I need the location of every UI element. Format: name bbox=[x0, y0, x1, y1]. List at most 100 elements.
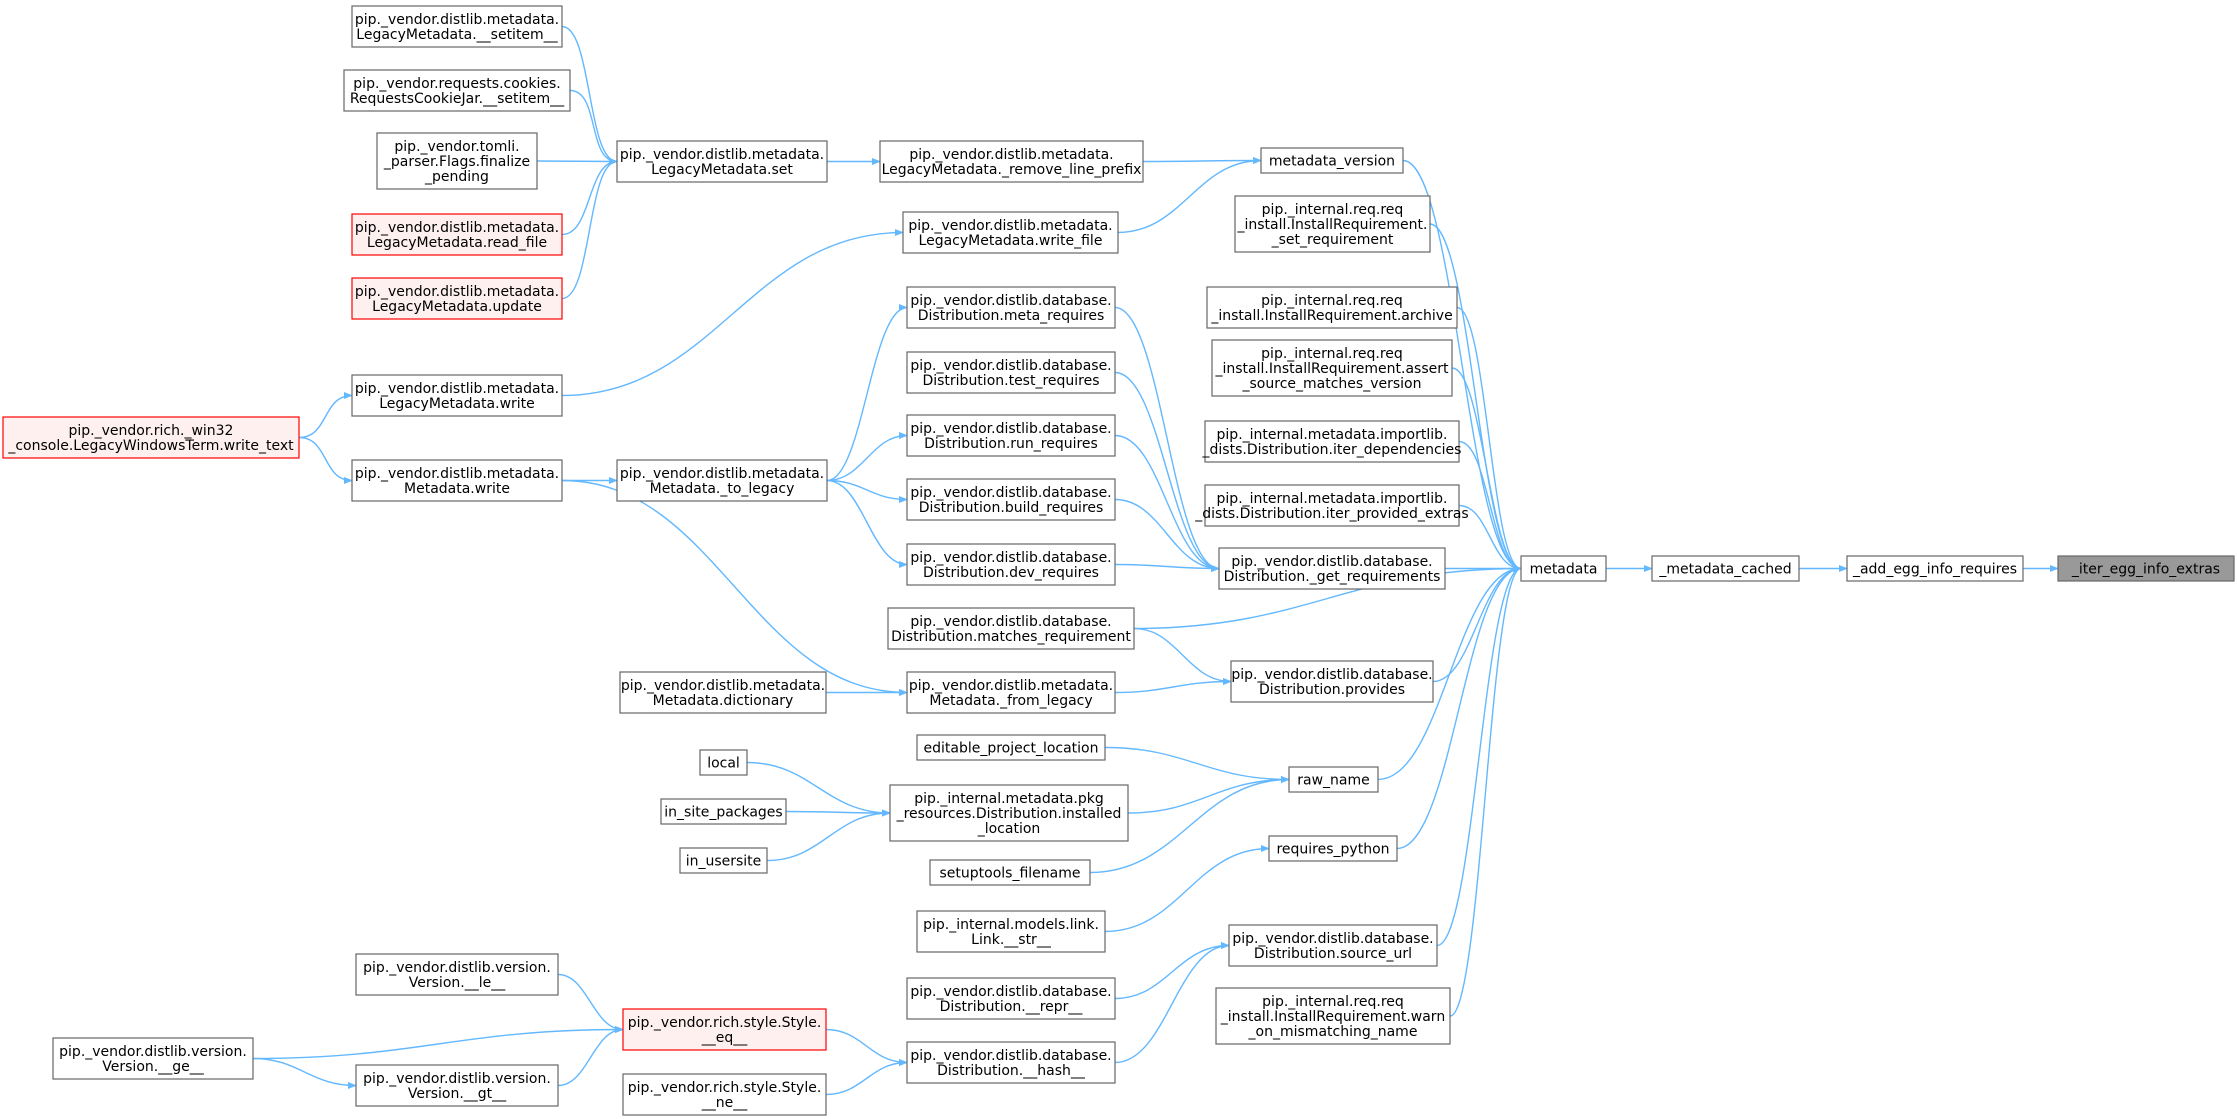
node-box bbox=[889, 784, 1129, 842]
node-label: pip._vendor.distlib.database. bbox=[910, 984, 1111, 1000]
node-to-legacy[interactable]: pip._vendor.distlib.metadata.Metadata._t… bbox=[616, 459, 828, 502]
node-setuptools-filename[interactable]: setuptools_filename bbox=[929, 859, 1091, 886]
edge-version_le-to-style_eq bbox=[557, 973, 624, 1034]
node-label: Metadata._from_legacy bbox=[929, 693, 1092, 709]
node-label: Distribution.run_requires bbox=[924, 436, 1098, 452]
node-box bbox=[906, 286, 1116, 329]
edge-style_eq-to-dist_hash bbox=[825, 1028, 908, 1067]
node-write-file[interactable]: pip._vendor.distlib.metadata.LegacyMetad… bbox=[902, 211, 1119, 254]
node-label: setuptools_filename bbox=[940, 866, 1081, 882]
node-read-file[interactable]: pip._vendor.distlib.metadata.LegacyMetad… bbox=[351, 213, 563, 256]
node-label: pip._vendor.distlib.metadata. bbox=[908, 218, 1112, 234]
node-label: Metadata.write bbox=[404, 481, 510, 497]
node-style-ne[interactable]: pip._vendor.rich.style.Style.__ne__ bbox=[622, 1073, 827, 1116]
node-link-str[interactable]: pip._internal.models.link.Link.__str__ bbox=[916, 910, 1106, 953]
node-provides[interactable]: pip._vendor.distlib.database.Distributio… bbox=[1230, 660, 1434, 703]
edge-tomli_finalize-to-lm_set bbox=[536, 157, 618, 166]
edge-to_legacy-to-dev_requires bbox=[826, 479, 908, 569]
node-source-url[interactable]: pip._vendor.distlib.database.Distributio… bbox=[1228, 924, 1438, 967]
edge-to_legacy-to-meta_requires bbox=[826, 303, 908, 482]
edges-layer bbox=[252, 25, 2059, 1096]
node-get-requirements[interactable]: pip._vendor.distlib.database.Distributio… bbox=[1218, 547, 1446, 590]
node-lm-set[interactable]: pip._vendor.distlib.metadata.LegacyMetad… bbox=[616, 140, 828, 183]
node-run-requires[interactable]: pip._vendor.distlib.database.Distributio… bbox=[906, 414, 1116, 457]
node-add-egg[interactable]: _add_egg_info_requires bbox=[1846, 555, 2024, 582]
node-label: pip._internal.models.link. bbox=[923, 917, 1099, 933]
node-label: _dists.Distribution.iter_provided_extras bbox=[1194, 506, 1468, 522]
node-label: _location bbox=[977, 821, 1041, 837]
edge-to_legacy-to-build_requires bbox=[826, 479, 908, 504]
node-requires-python[interactable]: requires_python bbox=[1268, 835, 1398, 862]
node-editable-loc[interactable]: editable_project_location bbox=[916, 734, 1106, 761]
node-installed-location[interactable]: pip._internal.metadata.pkg_resources.Dis… bbox=[889, 784, 1129, 842]
node-in-site-packages[interactable]: in_site_packages bbox=[660, 798, 787, 825]
node-label: Version.__le__ bbox=[409, 975, 506, 991]
node-raw-name[interactable]: raw_name bbox=[1288, 766, 1379, 793]
node-box bbox=[1234, 195, 1431, 253]
node-rcj-setitem[interactable]: pip._vendor.requests.cookies.RequestsCoo… bbox=[343, 69, 571, 112]
node-remove-line-prefix[interactable]: pip._vendor.distlib.metadata.LegacyMetad… bbox=[879, 140, 1144, 183]
node-style-eq[interactable]: pip._vendor.rich.style.Style.__eq__ bbox=[622, 1008, 827, 1051]
node-metadata-cached[interactable]: _metadata_cached bbox=[1651, 555, 1800, 582]
node-box bbox=[929, 859, 1091, 886]
node-label: pip._vendor.distlib.metadata. bbox=[355, 220, 559, 236]
node-label: pip._vendor.distlib.metadata. bbox=[355, 466, 559, 482]
node-iter-provided[interactable]: pip._internal.metadata.importlib._dists.… bbox=[1194, 484, 1469, 527]
node-set-requirement[interactable]: pip._internal.req.req_install.InstallReq… bbox=[1234, 195, 1431, 253]
edge-editable_loc-to-raw_name bbox=[1104, 746, 1290, 784]
node-label: pip._vendor.distlib.metadata. bbox=[355, 381, 559, 397]
node-version-gt[interactable]: pip._vendor.distlib.version.Version.__gt… bbox=[355, 1064, 559, 1107]
node-from-legacy[interactable]: pip._vendor.distlib.metadata.Metadata._f… bbox=[906, 671, 1116, 714]
node-box bbox=[622, 1073, 827, 1116]
node-warn-mismatch[interactable]: pip._internal.req.req_install.InstallReq… bbox=[1215, 987, 1451, 1045]
edge-remove_line_prefix-to-metadata_version bbox=[1142, 156, 1262, 165]
node-dev-requires[interactable]: pip._vendor.distlib.database.Distributio… bbox=[906, 543, 1116, 586]
node-m-dictionary[interactable]: pip._vendor.distlib.metadata.Metadata.di… bbox=[619, 671, 827, 714]
node-label: pip._vendor.distlib.database. bbox=[1231, 554, 1432, 570]
node-label: _install.InstallRequirement. bbox=[1237, 217, 1428, 233]
node-label: pip._vendor.tomli. bbox=[394, 139, 519, 155]
node-label: in_site_packages bbox=[664, 805, 782, 821]
node-build-requires[interactable]: pip._vendor.distlib.database.Distributio… bbox=[906, 478, 1116, 521]
node-lm-setitem[interactable]: pip._vendor.distlib.metadata.LegacyMetad… bbox=[351, 5, 563, 48]
node-box bbox=[355, 1064, 559, 1107]
node-iter-dependencies[interactable]: pip._internal.metadata.importlib._dists.… bbox=[1202, 420, 1462, 463]
node-box bbox=[1206, 286, 1458, 329]
node-label: Distribution.matches_requirement bbox=[891, 629, 1131, 645]
node-in-usersite[interactable]: in_usersite bbox=[679, 847, 768, 874]
node-local[interactable]: local bbox=[699, 749, 748, 776]
node-test-requires[interactable]: pip._vendor.distlib.database.Distributio… bbox=[906, 351, 1116, 394]
node-box bbox=[351, 213, 563, 256]
node-label: Distribution.dev_requires bbox=[923, 565, 1099, 581]
node-write-text[interactable]: pip._vendor.rich._win32_console.LegacyWi… bbox=[2, 416, 300, 459]
node-box bbox=[906, 414, 1116, 457]
node-metadata-version[interactable]: metadata_version bbox=[1260, 147, 1404, 174]
node-dist-hash[interactable]: pip._vendor.distlib.database.Distributio… bbox=[906, 1041, 1116, 1084]
node-m-write[interactable]: pip._vendor.distlib.metadata.Metadata.wr… bbox=[351, 459, 563, 502]
node-metadata[interactable]: metadata bbox=[1520, 555, 1607, 582]
node-label: editable_project_location bbox=[924, 741, 1099, 757]
node-label: pip._vendor.distlib.version. bbox=[363, 960, 551, 976]
edge-lm_write-to-write_file bbox=[561, 228, 904, 397]
node-archive[interactable]: pip._internal.req.req_install.InstallReq… bbox=[1206, 286, 1458, 329]
node-focus[interactable]: _iter_egg_info_extras bbox=[2057, 555, 2235, 582]
node-label: Distribution.source_url bbox=[1254, 946, 1412, 962]
node-label: metadata_version bbox=[1269, 154, 1395, 170]
node-box bbox=[906, 977, 1116, 1020]
node-matches-requirement[interactable]: pip._vendor.distlib.database.Distributio… bbox=[887, 607, 1135, 650]
node-dist-repr[interactable]: pip._vendor.distlib.database.Distributio… bbox=[906, 977, 1116, 1020]
node-assert-source[interactable]: pip._internal.req.req_install.InstallReq… bbox=[1211, 339, 1453, 397]
edge-assert_source-to-metadata bbox=[1451, 367, 1522, 573]
node-box bbox=[52, 1037, 254, 1080]
edge-style_ne-to-dist_hash bbox=[825, 1058, 908, 1096]
node-version-le[interactable]: pip._vendor.distlib.version.Version.__le… bbox=[355, 953, 559, 996]
node-box bbox=[906, 543, 1116, 586]
node-box bbox=[1846, 555, 2024, 582]
node-meta-requires[interactable]: pip._vendor.distlib.database.Distributio… bbox=[906, 286, 1116, 329]
node-box bbox=[1288, 766, 1379, 793]
node-version-ge[interactable]: pip._vendor.distlib.version.Version.__ge… bbox=[52, 1037, 254, 1080]
edge-test_requires-to-get_requirements bbox=[1114, 371, 1220, 573]
node-tomli-finalize[interactable]: pip._vendor.tomli._parser.Flags.finalize… bbox=[376, 132, 538, 190]
node-lm-write[interactable]: pip._vendor.distlib.metadata.LegacyMetad… bbox=[351, 374, 563, 417]
node-lm-update[interactable]: pip._vendor.distlib.metadata.LegacyMetad… bbox=[351, 277, 563, 320]
